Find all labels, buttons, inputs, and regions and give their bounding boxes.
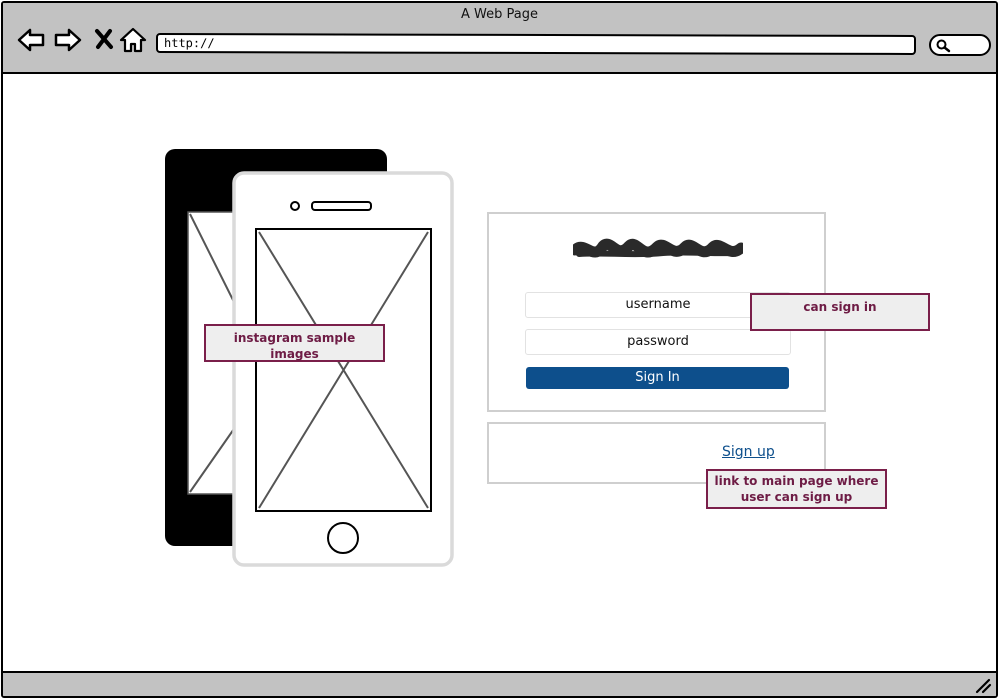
camera-dot-icon: [290, 201, 300, 211]
front-phone: [232, 171, 454, 567]
logo-scribble-icon: [573, 238, 743, 258]
status-bar: [3, 671, 996, 696]
home-button-icon: [327, 522, 359, 554]
note-signup-link: link to main page where user can sign up: [706, 469, 887, 509]
browser-toolbar: A Web Page http://: [3, 3, 996, 74]
close-x-icon[interactable]: [90, 25, 120, 55]
forward-arrow-icon[interactable]: [53, 25, 83, 55]
sign-in-button[interactable]: Sign In: [526, 367, 789, 389]
username-field[interactable]: username: [525, 292, 791, 318]
search-icon: [936, 39, 951, 53]
window-title: A Web Page: [461, 7, 538, 22]
resize-grip-icon[interactable]: [974, 676, 992, 694]
sample-image-placeholder: [255, 228, 432, 512]
search-box[interactable]: [929, 34, 991, 56]
page-content: username password Sign In Sign up instag…: [3, 76, 996, 675]
note-sample-images: instagram sample images: [204, 324, 385, 362]
back-arrow-icon[interactable]: [16, 25, 46, 55]
home-icon[interactable]: [118, 25, 148, 55]
sign-up-link[interactable]: Sign up: [722, 444, 775, 460]
url-input[interactable]: http://: [155, 33, 917, 55]
password-field[interactable]: password: [525, 329, 791, 355]
speaker-slot: [311, 201, 372, 211]
note-can-sign-in: can sign in: [750, 293, 930, 331]
